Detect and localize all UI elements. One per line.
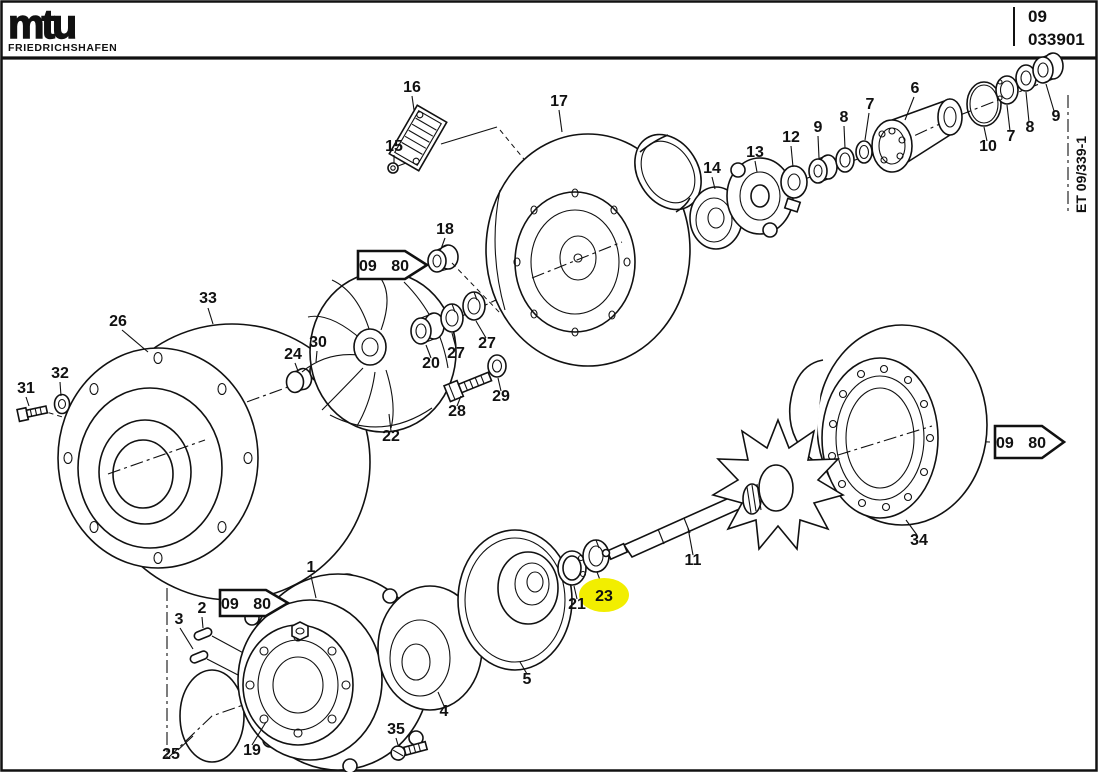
part-label-23-highlighted[interactable]: 23: [595, 588, 613, 605]
part-31-bolt: [16, 405, 49, 423]
part-label-28[interactable]: 28: [448, 403, 466, 420]
part-15-screw: [387, 162, 407, 174]
sheet-ref: ET 09/339-1: [1073, 136, 1089, 213]
part-label-7a[interactable]: 7: [866, 96, 875, 113]
part-7b-circlip: [995, 75, 1019, 105]
part-label-20[interactable]: 20: [422, 355, 440, 372]
part-label-6[interactable]: 6: [911, 80, 920, 97]
part-label-31[interactable]: 31: [17, 380, 35, 397]
nameplate-leader-dashed: [499, 129, 547, 187]
part-5-insert-cover: [457, 529, 573, 671]
part-29-nut: [487, 354, 507, 378]
part-label-9a[interactable]: 9: [814, 119, 823, 136]
part-21-circlip: [557, 550, 587, 586]
part-28-bolt: [442, 371, 493, 403]
part-label-33[interactable]: 33: [199, 290, 217, 307]
part-label-17[interactable]: 17: [550, 93, 568, 110]
centerline-over-17: [531, 241, 623, 279]
cross-ref-arrow-upper[interactable]: 09 80: [356, 249, 430, 281]
part-24-nut: [285, 367, 313, 394]
part-label-22[interactable]: 22: [382, 428, 400, 445]
part-7-ring: [855, 140, 873, 164]
part-8-washer: [835, 147, 855, 173]
part-label-27b[interactable]: 27: [478, 335, 496, 352]
part-34-turbine-housing: [788, 324, 988, 526]
part-label-2[interactable]: 2: [198, 600, 207, 617]
part-label-14[interactable]: 14: [703, 160, 721, 177]
part-label-25[interactable]: 25: [162, 746, 180, 763]
part-label-4[interactable]: 4: [440, 703, 449, 720]
part-label-35[interactable]: 35: [387, 721, 405, 738]
part-label-7b[interactable]: 7: [1007, 128, 1016, 145]
part-label-19[interactable]: 19: [243, 742, 261, 759]
part-12-washer: [780, 165, 808, 199]
part-label-21[interactable]: 21: [568, 596, 586, 613]
catalog-number: 033901: [1028, 30, 1085, 49]
part-label-11[interactable]: 11: [685, 552, 702, 569]
part-label-34[interactable]: 34: [910, 532, 928, 549]
part-32-washer: [53, 393, 71, 415]
highlight-selected-part: [579, 578, 629, 612]
cross-ref-arrow-lower[interactable]: 09 80: [218, 588, 291, 618]
part-9b-cap: [1032, 52, 1064, 84]
part-label-8a[interactable]: 8: [840, 109, 849, 126]
part-26-inlet-casing: [57, 347, 259, 569]
part-22-compressor-wheel: [301, 271, 457, 433]
part-11-rotor-shaft: [601, 417, 846, 561]
mtu-logo: mtu: [8, 1, 75, 47]
part-label-27a[interactable]: 27: [447, 345, 465, 362]
part-label-3[interactable]: 3: [175, 611, 184, 628]
part-label-10[interactable]: 10: [979, 138, 997, 155]
part-17-compressor-housing: [485, 133, 702, 367]
centerline-over-34: [837, 425, 933, 456]
part-35-screw: [390, 740, 429, 761]
svg-text:09 80: 09 80: [221, 596, 271, 613]
part-16-nameplate: [388, 104, 448, 172]
part-label-29[interactable]: 29: [492, 388, 510, 405]
part-label-16[interactable]: 16: [403, 79, 421, 96]
part-label-1[interactable]: 1: [307, 559, 316, 576]
part-label-15[interactable]: 15: [385, 138, 403, 155]
nameplate-leader: [440, 126, 498, 145]
part-20-spacer-bush: [410, 312, 445, 345]
plug-leader-dashed: [451, 262, 501, 314]
part-4-diaphragm: [377, 585, 483, 711]
part-6-bearing-sleeve: [871, 98, 963, 173]
part-label-12[interactable]: 12: [782, 129, 800, 146]
part-18-plug: [427, 244, 459, 273]
part-label-26[interactable]: 26: [109, 313, 127, 330]
mtu-logo-subtext: FRIEDRICHSHAFEN: [8, 42, 117, 54]
part-label-5[interactable]: 5: [523, 671, 532, 688]
part-label-18[interactable]: 18: [436, 221, 454, 238]
part-label-8b[interactable]: 8: [1026, 119, 1035, 136]
part-label-32[interactable]: 32: [51, 365, 69, 382]
part-label-24[interactable]: 24: [284, 346, 302, 363]
svg-text:09 80: 09 80: [359, 258, 409, 275]
part-10-oring: [966, 81, 1002, 127]
cross-ref-arrow-right[interactable]: 09 80: [993, 424, 1067, 460]
part-label-9b[interactable]: 9: [1052, 108, 1061, 125]
part-3-pin: [189, 650, 209, 664]
svg-text:09 80: 09 80: [996, 435, 1046, 452]
part-25-oring: [179, 669, 245, 763]
part-27-lockwasher-a: [440, 303, 464, 333]
part-19-bearing-insert: [242, 624, 354, 746]
centerline-over-26: [107, 439, 206, 475]
part-9-spacer: [808, 154, 838, 184]
part-2-pin: [193, 627, 213, 641]
centerline-compressor-axis: [84, 74, 1063, 447]
part-label-30[interactable]: 30: [309, 334, 327, 351]
part-27-lockwasher-b: [462, 291, 486, 321]
part-label-13[interactable]: 13: [746, 144, 764, 161]
leader-lines: [25, 83, 1055, 751]
catalog-group: 09: [1028, 7, 1047, 26]
